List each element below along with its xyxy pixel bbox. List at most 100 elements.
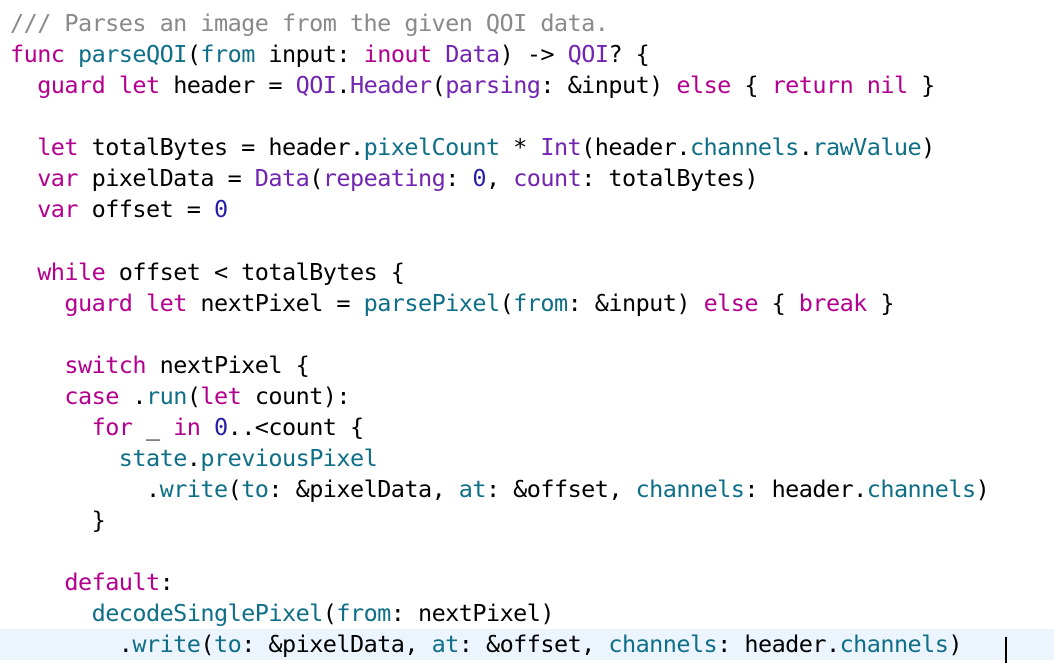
code-token-type: Data [445, 40, 500, 69]
code-token-keyword: var [37, 164, 78, 193]
code-token-plain: : [159, 568, 174, 597]
code-line[interactable]: decodeSinglePixel(from: nextPixel) [0, 598, 1054, 629]
code-token-plain: ( [431, 71, 446, 100]
code-token-plain: ? { [608, 40, 650, 69]
code-token-plain: : nextPixel) [390, 599, 555, 628]
code-line[interactable]: /// Parses an image from the given QOI d… [0, 8, 1054, 39]
code-token-member: channels [689, 133, 799, 162]
code-line[interactable]: state.previousPixel [0, 443, 1054, 474]
code-line[interactable]: while offset < totalBytes { [0, 257, 1054, 288]
code-token-plain: ) [975, 475, 990, 504]
code-token-keyword: case [64, 381, 119, 410]
code-line[interactable] [0, 225, 1054, 256]
code-token-type: count [513, 164, 582, 193]
code-token-type: Data [254, 164, 310, 193]
code-token-plain [432, 40, 446, 68]
code-token-plain: ( [200, 630, 214, 659]
code-token-member: at [431, 630, 460, 659]
code-token-plain: : [445, 164, 473, 193]
code-token-type: Header [350, 71, 432, 100]
code-token-plain: ) -> [499, 40, 568, 69]
code-line[interactable]: } [0, 505, 1054, 536]
code-token-keyword: return [771, 71, 854, 100]
code-token-plain: (header. [581, 133, 690, 162]
code-token-plain: ( [186, 381, 201, 410]
code-token-member: write [159, 475, 229, 504]
code-token-plain [10, 599, 92, 627]
code-token-plain: } [10, 506, 106, 535]
code-token-plain [10, 444, 119, 472]
code-token-keyword: inout [363, 40, 433, 69]
code-token-plain [200, 413, 214, 441]
code-token-keyword: func [10, 40, 65, 69]
code-line[interactable]: case .run(let count): [0, 381, 1054, 412]
code-token-keyword: default [64, 568, 160, 597]
code-token-member: write [132, 630, 201, 659]
code-token-member: at [458, 475, 487, 504]
code-token-keyword: let [200, 381, 242, 410]
code-token-type: parsing [445, 71, 541, 100]
code-token-plain: . [336, 71, 350, 100]
code-token-member: rawValue [812, 133, 922, 162]
code-token-type: repeating [322, 164, 446, 193]
code-token-member: decodeSinglePixel [91, 599, 324, 628]
code-line[interactable] [0, 319, 1054, 350]
code-token-plain [10, 133, 37, 161]
code-token-member: to [214, 630, 242, 659]
code-line[interactable] [0, 536, 1054, 567]
code-line[interactable]: var pixelData = Data(repeating: 0, count… [0, 163, 1054, 194]
code-line[interactable]: default: [0, 567, 1054, 598]
code-token-plain [10, 351, 64, 379]
current-code-line[interactable]: .write(to: &pixelData, at: &offset, chan… [0, 629, 1054, 661]
code-token-plain: . [118, 381, 147, 410]
code-token-plain: offset < totalBytes { [105, 257, 405, 286]
code-token-keyword: var [37, 195, 78, 224]
code-token-plain [10, 71, 37, 99]
text-cursor [1005, 637, 1007, 663]
code-line[interactable]: switch nextPixel { [0, 350, 1054, 381]
code-token-plain: nextPixel { [146, 350, 310, 379]
code-token-member: parseQOI [78, 40, 187, 69]
code-token-member: from [200, 40, 255, 69]
code-line[interactable]: guard let nextPixel = parsePixel(from: &… [0, 288, 1054, 319]
code-token-plain: . [10, 630, 133, 659]
code-token-plain: ( [499, 288, 514, 317]
code-token-plain [10, 164, 37, 192]
code-line[interactable]: var offset = 0 [0, 194, 1054, 225]
code-line[interactable]: guard let header = QOI.Header(parsing: &… [0, 70, 1054, 101]
code-token-plain: : &input) [540, 71, 677, 100]
code-token-member: parsePixel [363, 288, 501, 317]
code-token-plain: { [730, 71, 772, 100]
code-token-type: QOI [567, 40, 609, 69]
code-line[interactable] [0, 101, 1054, 132]
code-token-plain [10, 289, 64, 317]
code-token-keyword: else [703, 288, 759, 317]
code-token-plain: input: [254, 40, 364, 69]
code-token-plain: ..<count { [227, 412, 365, 441]
code-token-plain: ( [186, 40, 201, 69]
code-token-plain: : totalBytes) [581, 164, 758, 193]
code-token-plain: _ [132, 412, 174, 441]
code-token-plain: : header. [744, 475, 867, 504]
code-token-plain: totalBytes = header. [78, 133, 365, 162]
code-token-comment: /// Parses an image from the given QOI d… [10, 9, 609, 37]
code-token-member: run [146, 381, 187, 410]
code-token-plain [853, 71, 867, 99]
code-token-keyword: in [173, 412, 201, 441]
code-token-plain [10, 568, 64, 596]
code-token-keyword: let [146, 288, 187, 317]
code-token-plain: * [499, 133, 541, 162]
code-line[interactable]: .write(to: &pixelData, at: &offset, chan… [0, 474, 1054, 505]
code-line[interactable]: let totalBytes = header.pixelCount * Int… [0, 132, 1054, 163]
code-line[interactable]: for _ in 0..<count { [0, 412, 1054, 443]
code-token-plain [10, 382, 64, 410]
code-token-plain: } [866, 288, 894, 317]
code-token-member: channels [608, 630, 718, 659]
code-token-keyword: nil [866, 71, 908, 100]
code-token-keyword: while [37, 257, 106, 286]
code-token-keyword: guard [37, 71, 106, 100]
code-line[interactable]: func parseQOI(from input: inout Data) ->… [0, 39, 1054, 70]
code-token-plain: . [798, 133, 813, 162]
code-token-plain: } [907, 71, 935, 100]
